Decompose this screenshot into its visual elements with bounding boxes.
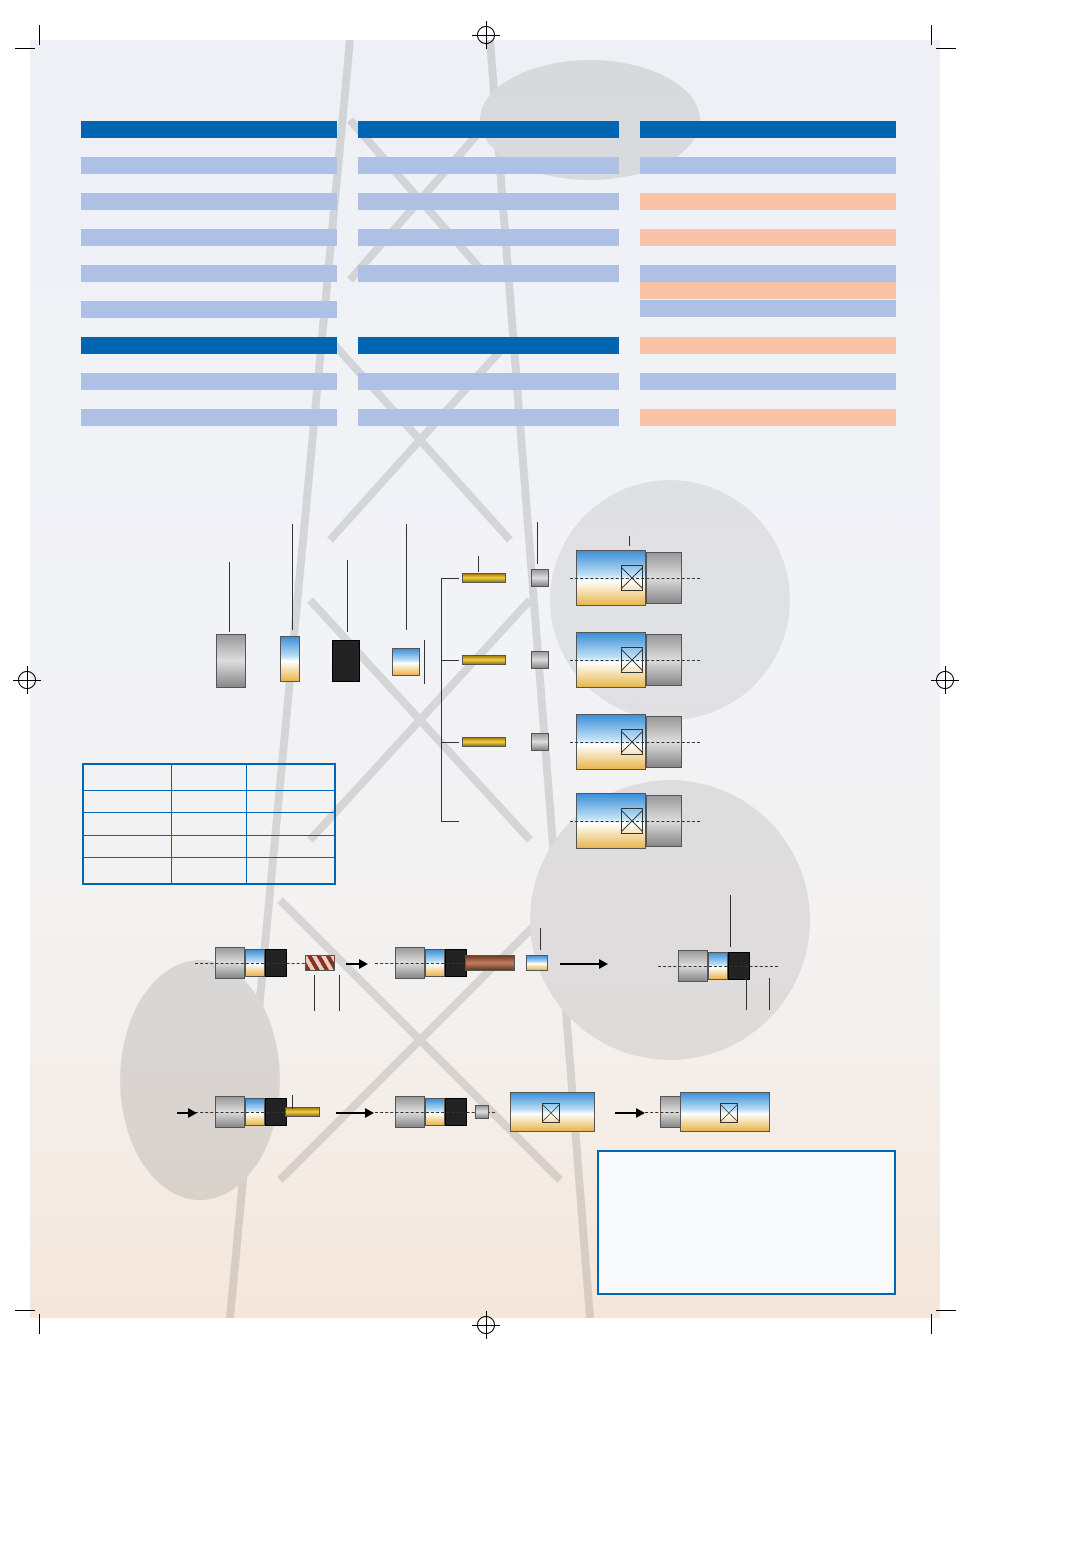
spec-row-bar <box>640 373 896 390</box>
leader-line <box>406 524 407 630</box>
leader-line <box>292 524 293 630</box>
bracket-line <box>441 660 459 661</box>
bracket-line <box>441 821 459 822</box>
spec-row-bar <box>81 193 337 210</box>
clamp-nut <box>216 634 246 688</box>
contact-pin <box>462 737 506 747</box>
spec-row-bar <box>640 409 896 426</box>
table-row <box>82 834 336 859</box>
gasket <box>332 640 360 682</box>
spec-row-bar <box>358 229 619 246</box>
washer <box>280 636 300 682</box>
undefined <box>195 963 315 964</box>
section-header-bar <box>358 121 619 138</box>
table-row <box>82 857 336 885</box>
spec-row-bar <box>358 193 619 210</box>
section-header-bar <box>81 337 337 354</box>
spec-row-bar <box>640 229 896 246</box>
arrow-icon <box>346 959 368 969</box>
spec-row-bar <box>640 193 896 210</box>
leader-line <box>540 928 541 950</box>
crop-mark <box>39 1314 40 1334</box>
insulator <box>531 569 549 587</box>
leader-line <box>629 536 630 546</box>
undefined <box>570 578 700 579</box>
insulator <box>475 1105 489 1119</box>
insulator <box>531 733 549 751</box>
section-header-bar <box>640 121 896 138</box>
leader-line <box>292 1095 293 1109</box>
leader-line <box>730 895 731 947</box>
undefined <box>570 821 700 822</box>
spec-row-bar <box>358 157 619 174</box>
crop-mark <box>931 1314 932 1334</box>
note-box <box>597 1150 896 1295</box>
leader-line <box>339 975 340 1011</box>
leader-line <box>769 978 770 1010</box>
spec-row-bar <box>358 373 619 390</box>
insulator <box>531 651 549 669</box>
leader-line <box>347 560 348 632</box>
leader-line <box>537 522 538 564</box>
leader-line <box>314 975 315 1011</box>
spec-row-bar <box>81 265 337 282</box>
registration-mark <box>931 666 959 694</box>
undefined <box>658 966 778 967</box>
table-row <box>82 812 336 836</box>
leader-line <box>424 640 425 684</box>
crop-mark <box>936 48 956 49</box>
spec-row-bar <box>358 409 619 426</box>
crop-mark <box>936 1310 956 1311</box>
spec-row-bar <box>81 157 337 174</box>
contact-pin <box>462 573 506 583</box>
arrow-icon <box>560 959 608 969</box>
spec-row-bar <box>358 265 619 282</box>
undefined <box>375 1112 495 1113</box>
spec-row-bar <box>640 300 896 317</box>
spec-row-bar <box>640 282 896 299</box>
leader-line <box>746 978 747 1010</box>
crop-mark <box>15 1310 35 1311</box>
arrow-icon <box>177 1108 197 1118</box>
spec-row-bar <box>640 157 896 174</box>
spec-row-bar <box>81 373 337 390</box>
table-row <box>82 763 336 791</box>
bracket-line <box>441 742 459 743</box>
contact-pin <box>285 1107 320 1117</box>
registration-mark <box>13 666 41 694</box>
table-row <box>82 789 336 814</box>
undefined <box>195 1112 315 1113</box>
crop-mark <box>931 25 932 45</box>
spec-row-bar <box>81 229 337 246</box>
spec-row-bar <box>640 265 896 282</box>
leader-line <box>478 556 479 572</box>
arrow-icon <box>615 1108 645 1118</box>
registration-mark <box>472 21 500 49</box>
registration-mark <box>472 1311 500 1339</box>
undefined <box>570 742 700 743</box>
spec-table <box>82 763 336 885</box>
undefined <box>570 660 700 661</box>
clamp <box>526 955 548 971</box>
spec-row-bar <box>81 301 337 318</box>
bracket-line <box>441 578 442 822</box>
spec-row-bar <box>81 409 337 426</box>
bracket-line <box>441 578 459 579</box>
section-header-bar <box>358 337 619 354</box>
section-header-bar <box>81 121 337 138</box>
arrow-icon <box>336 1108 374 1118</box>
contact-pin <box>462 655 506 665</box>
crop-mark <box>15 48 35 49</box>
cable-dielectric <box>465 955 515 971</box>
cable-braid <box>305 955 335 971</box>
clamp <box>392 648 420 676</box>
undefined <box>375 963 495 964</box>
wrench-flat-icon <box>542 1103 560 1123</box>
crop-mark <box>39 25 40 45</box>
spec-row-bar <box>640 337 896 354</box>
leader-line <box>229 562 230 632</box>
wrench-flat-icon <box>720 1103 738 1123</box>
